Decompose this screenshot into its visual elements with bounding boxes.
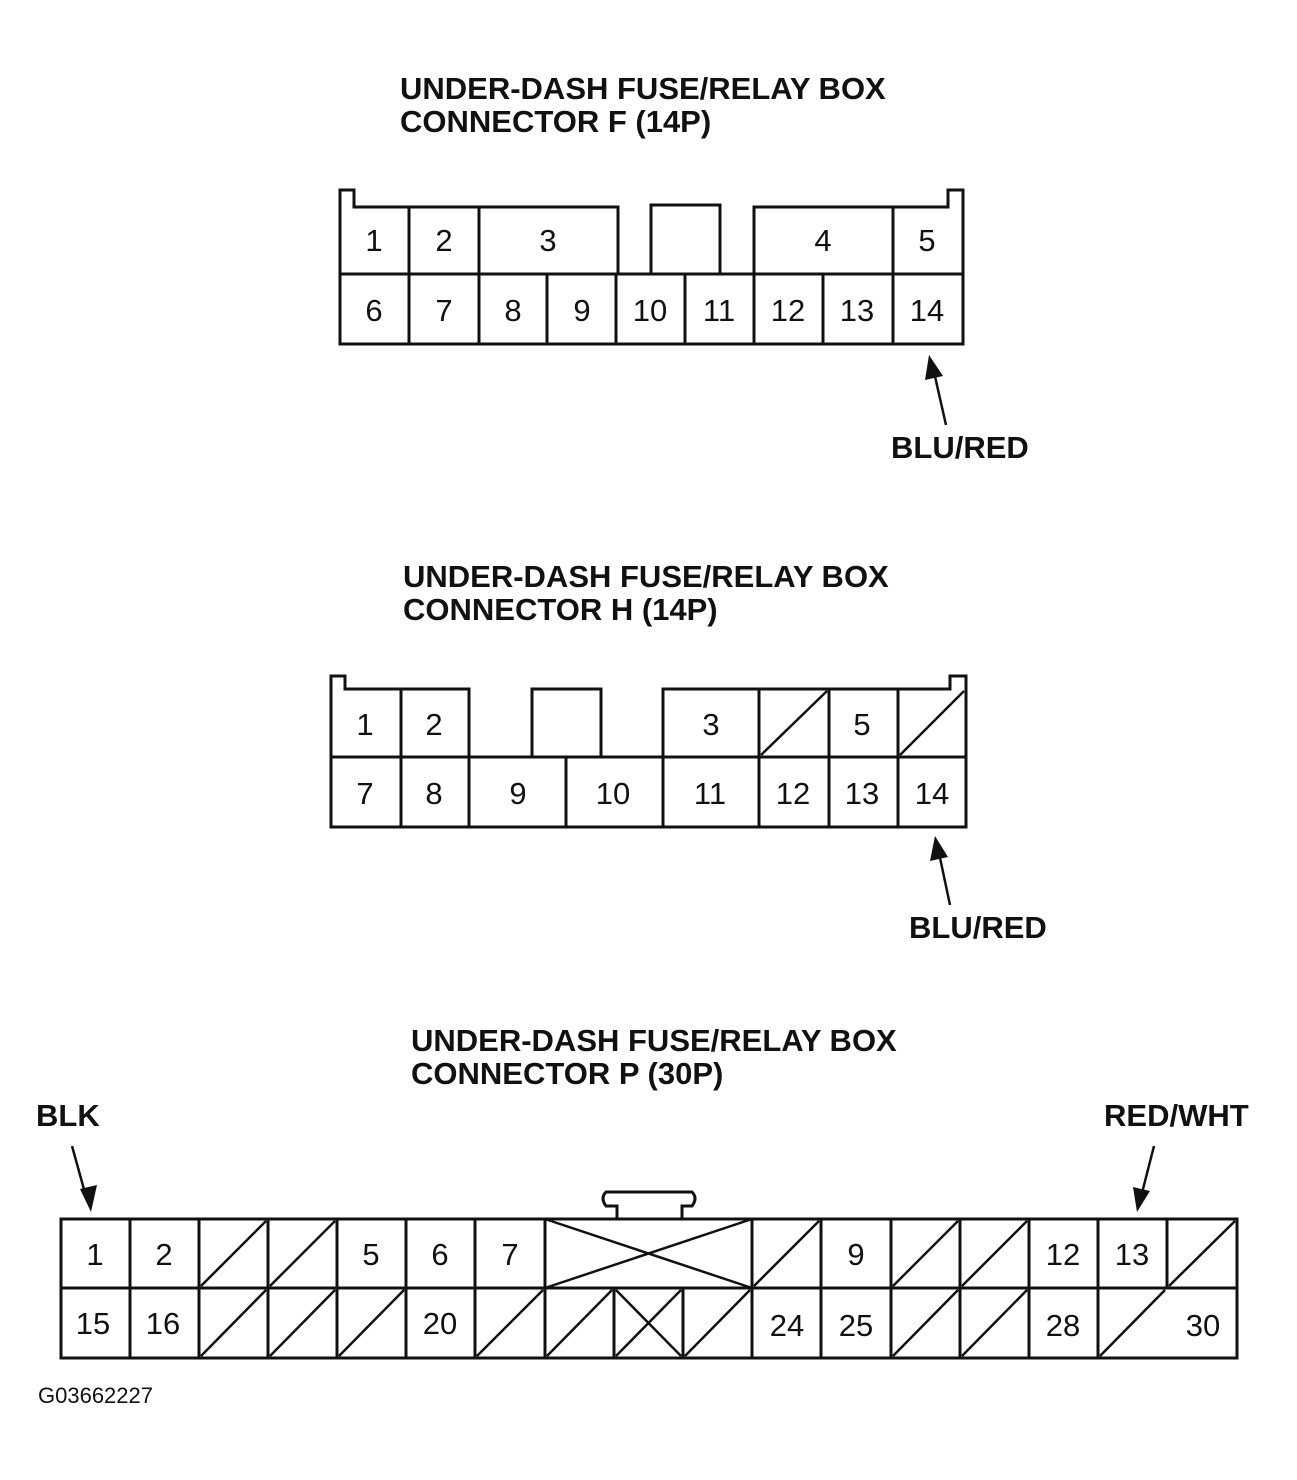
pin-2: 2 [155, 1237, 172, 1272]
pin-12: 12 [776, 776, 810, 811]
pin-25: 25 [839, 1308, 873, 1343]
pin-1: 1 [86, 1237, 103, 1272]
connector-f-diagram: 1 2 3 4 5 6 7 8 9 10 11 12 13 14 [338, 188, 965, 426]
connector-h-wire-label: BLU/RED [909, 910, 1047, 945]
pin-9: 9 [509, 776, 526, 811]
pin-2: 2 [425, 707, 442, 742]
pin-14: 14 [910, 293, 944, 328]
connector-p-wire-label-right: RED/WHT [1104, 1098, 1249, 1133]
pin-8: 8 [425, 776, 442, 811]
pin-16: 16 [146, 1306, 180, 1341]
pin-13: 13 [840, 293, 874, 328]
pin-30: 30 [1186, 1308, 1220, 1343]
pin-12: 12 [771, 293, 805, 328]
connector-f-title: UNDER-DASH FUSE/RELAY BOX CONNECTOR F (1… [400, 72, 886, 138]
arrow-icon [930, 836, 952, 906]
pin-3: 3 [702, 707, 719, 742]
pin-7: 7 [435, 293, 452, 328]
connector-p-diagram: 1 2 5 6 7 9 12 13 15 16 20 24 25 28 30 [59, 1145, 1239, 1360]
pin-28: 28 [1046, 1308, 1080, 1343]
connector-h-title: UNDER-DASH FUSE/RELAY BOX CONNECTOR H (1… [403, 560, 889, 626]
connector-f-wire-label: BLU/RED [891, 430, 1029, 465]
pin-1: 1 [356, 707, 373, 742]
pin-5: 5 [362, 1237, 379, 1272]
pin-7: 7 [356, 776, 373, 811]
pin-13: 13 [1115, 1237, 1149, 1272]
connector-p-title-line2: CONNECTOR P (30P) [411, 1056, 724, 1091]
pin-24: 24 [770, 1308, 804, 1343]
connector-h-title-line2: CONNECTOR H (14P) [403, 592, 718, 627]
pin-6: 6 [431, 1237, 448, 1272]
pin-10: 10 [633, 293, 667, 328]
pin-20: 20 [423, 1306, 457, 1341]
pin-11: 11 [703, 293, 735, 328]
connector-f-title-line2: CONNECTOR F (14P) [400, 104, 712, 139]
arrow-icon [925, 355, 948, 426]
connector-h-title-line1: UNDER-DASH FUSE/RELAY BOX [403, 559, 889, 594]
connector-p-wire-label-left: BLK [36, 1098, 100, 1133]
arrow-icon [70, 1145, 97, 1212]
arrow-icon [1133, 1145, 1156, 1212]
pin-14: 14 [915, 776, 949, 811]
pin-4: 4 [814, 223, 831, 258]
pin-12: 12 [1046, 1237, 1080, 1272]
connector-p-title-line1: UNDER-DASH FUSE/RELAY BOX [411, 1023, 897, 1058]
pin-2: 2 [435, 223, 452, 258]
pin-8: 8 [504, 293, 521, 328]
connector-h-diagram: 1 2 3 5 7 8 9 10 11 12 13 14 [329, 674, 968, 906]
pin-3: 3 [539, 223, 556, 258]
pin-11: 11 [694, 776, 726, 811]
pin-5: 5 [853, 707, 870, 742]
pin-6: 6 [365, 293, 382, 328]
figure-code: G03662227 [38, 1383, 153, 1408]
pin-7: 7 [501, 1237, 518, 1272]
pin-10: 10 [596, 776, 630, 811]
connector-p-title: UNDER-DASH FUSE/RELAY BOX CONNECTOR P (3… [411, 1024, 897, 1090]
pin-5: 5 [918, 223, 935, 258]
connector-f-title-line1: UNDER-DASH FUSE/RELAY BOX [400, 71, 886, 106]
pin-9: 9 [847, 1237, 864, 1272]
pin-1: 1 [365, 223, 382, 258]
pin-13: 13 [845, 776, 879, 811]
pin-15: 15 [76, 1306, 110, 1341]
pin-9: 9 [573, 293, 590, 328]
